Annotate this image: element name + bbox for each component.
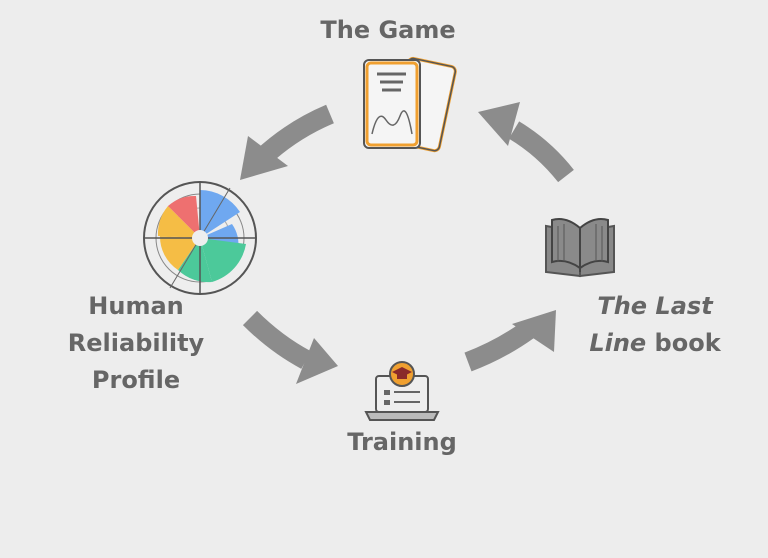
profile-line-2: Reliability <box>67 329 205 357</box>
node-label-human-reliability-profile: Human Reliability Profile <box>36 288 236 399</box>
laptop-graduation-icon <box>364 361 440 421</box>
score-cards-icon <box>363 56 457 153</box>
node-label-training: Training <box>347 428 457 456</box>
open-book-icon <box>545 218 615 278</box>
node-label-the-last-line-book: The Last Line book <box>560 288 750 362</box>
arrow-training-to-book <box>464 310 556 372</box>
radial-chart-icon <box>143 181 257 295</box>
arrow-game-to-profile <box>240 104 334 180</box>
profile-line-1: Human <box>88 292 184 320</box>
book-title-part-1: The Last <box>597 292 713 320</box>
arrow-book-to-game <box>478 102 574 183</box>
book-title-part-2: Line <box>589 329 647 357</box>
book-suffix: book <box>646 329 721 357</box>
node-label-the-game: The Game <box>320 16 456 44</box>
arrow-profile-to-training <box>242 310 338 384</box>
profile-line-3: Profile <box>91 366 181 394</box>
